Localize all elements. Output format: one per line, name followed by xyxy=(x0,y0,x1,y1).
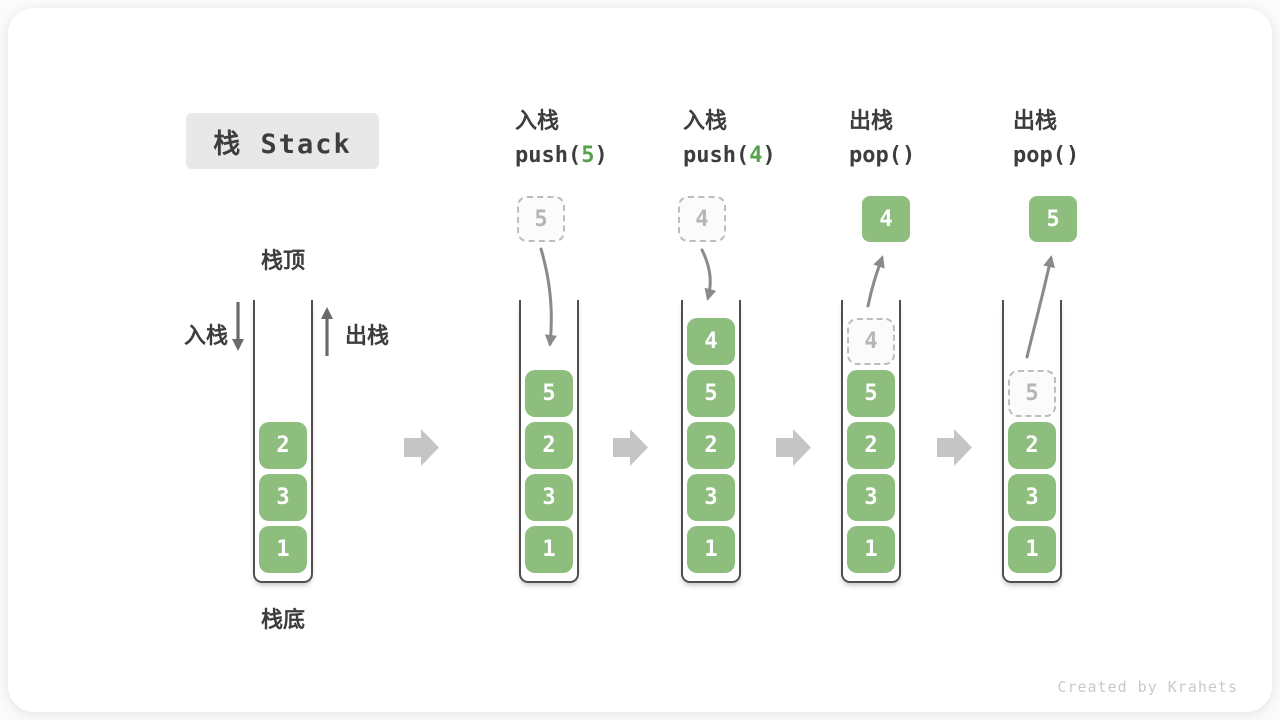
stack-block: 4 xyxy=(687,318,735,365)
stack-top-label: 栈顶 xyxy=(260,249,305,274)
incoming-value-box: 4 xyxy=(678,196,726,242)
operation-kind: 入栈 xyxy=(515,109,560,134)
code-fn: push( xyxy=(683,143,750,168)
stack-block: 3 xyxy=(687,474,735,521)
stack-block: 2 xyxy=(687,422,735,469)
stack-block: 1 xyxy=(1008,526,1056,573)
code-fn: push( xyxy=(515,143,582,168)
watermark: Created by Krahets xyxy=(1057,678,1238,696)
figure-title-box: 栈 Stack xyxy=(186,113,379,169)
stack-block: 5 xyxy=(525,370,573,417)
operation-label-pop-1: 出栈 pop() xyxy=(849,105,915,173)
block-value: 1 xyxy=(704,537,718,562)
operation-code: push(4) xyxy=(683,139,776,173)
stack-block: 3 xyxy=(259,474,307,521)
stack-block: 2 xyxy=(525,422,573,469)
block-value: 5 xyxy=(704,381,718,406)
block-value: 3 xyxy=(542,485,556,510)
operation-label-pop-2: 出栈 pop() xyxy=(1013,105,1079,173)
operation-kind: 入栈 xyxy=(683,109,728,134)
block-value: 2 xyxy=(1025,433,1039,458)
stack-block-ghost: 5 xyxy=(1008,370,1056,417)
popped-value: 4 xyxy=(879,206,893,232)
incoming-value-box: 5 xyxy=(517,196,565,242)
stack-block: 5 xyxy=(687,370,735,417)
block-value: 4 xyxy=(704,329,718,354)
code-fn: pop( xyxy=(1013,143,1066,168)
block-value: 2 xyxy=(864,433,878,458)
push-side-label: 入栈 xyxy=(183,324,228,349)
code-close: ) xyxy=(762,143,776,168)
popped-value: 5 xyxy=(1046,206,1060,232)
popped-value-box: 4 xyxy=(862,196,910,242)
stack-container-pop-4: 4 5 2 3 1 xyxy=(841,300,901,583)
block-value: 3 xyxy=(1025,485,1039,510)
block-value: 5 xyxy=(542,381,556,406)
stack-bottom-label: 栈底 xyxy=(260,608,305,633)
operation-code: pop() xyxy=(849,139,915,173)
incoming-value: 5 xyxy=(534,206,548,232)
code-close: ) xyxy=(1065,143,1080,168)
stack-block: 2 xyxy=(1008,422,1056,469)
stack-block: 2 xyxy=(847,422,895,469)
block-value: 1 xyxy=(1025,537,1039,562)
block-value: 3 xyxy=(704,485,718,510)
operation-code: push(5) xyxy=(515,139,608,173)
operation-label-push-4: 入栈 push(4) xyxy=(683,105,776,173)
block-value: 2 xyxy=(542,433,556,458)
block-value: 2 xyxy=(704,433,718,458)
pop-side-label: 出栈 xyxy=(345,324,390,349)
stack-block: 1 xyxy=(687,526,735,573)
block-value: 3 xyxy=(276,485,290,510)
block-value: 5 xyxy=(864,381,878,406)
code-arg: 5 xyxy=(581,143,595,168)
block-value: 3 xyxy=(864,485,878,510)
block-value: 4 xyxy=(864,329,878,354)
stack-block: 1 xyxy=(847,526,895,573)
operation-label-push-5: 入栈 push(5) xyxy=(515,105,608,173)
stack-block: 3 xyxy=(525,474,573,521)
operation-kind: 出栈 xyxy=(1013,109,1058,134)
stack-block: 5 xyxy=(847,370,895,417)
block-value: 1 xyxy=(864,537,878,562)
stack-block: 3 xyxy=(847,474,895,521)
stack-block: 2 xyxy=(259,422,307,469)
operation-code: pop() xyxy=(1013,139,1079,173)
block-value: 1 xyxy=(276,537,290,562)
block-value: 5 xyxy=(1025,381,1039,406)
stack-container-after-push-4: 4 5 2 3 1 xyxy=(681,300,741,583)
stack-container-after-push-5: 5 2 3 1 xyxy=(519,300,579,583)
stack-block-ghost: 4 xyxy=(847,318,895,365)
code-close: ) xyxy=(901,143,916,168)
popped-value-box: 5 xyxy=(1029,196,1077,242)
stack-container-initial: 2 3 1 xyxy=(253,300,313,583)
stack-container-pop-5: 5 2 3 1 xyxy=(1002,300,1062,583)
operation-kind: 出栈 xyxy=(849,109,894,134)
incoming-value: 4 xyxy=(695,206,709,232)
block-value: 2 xyxy=(276,433,290,458)
stack-block: 3 xyxy=(1008,474,1056,521)
code-arg: 4 xyxy=(749,143,763,168)
stack-block: 1 xyxy=(259,526,307,573)
code-fn: pop( xyxy=(849,143,902,168)
figure-title: 栈 Stack xyxy=(213,128,352,160)
block-value: 1 xyxy=(542,537,556,562)
code-close: ) xyxy=(594,143,608,168)
stack-block: 1 xyxy=(525,526,573,573)
